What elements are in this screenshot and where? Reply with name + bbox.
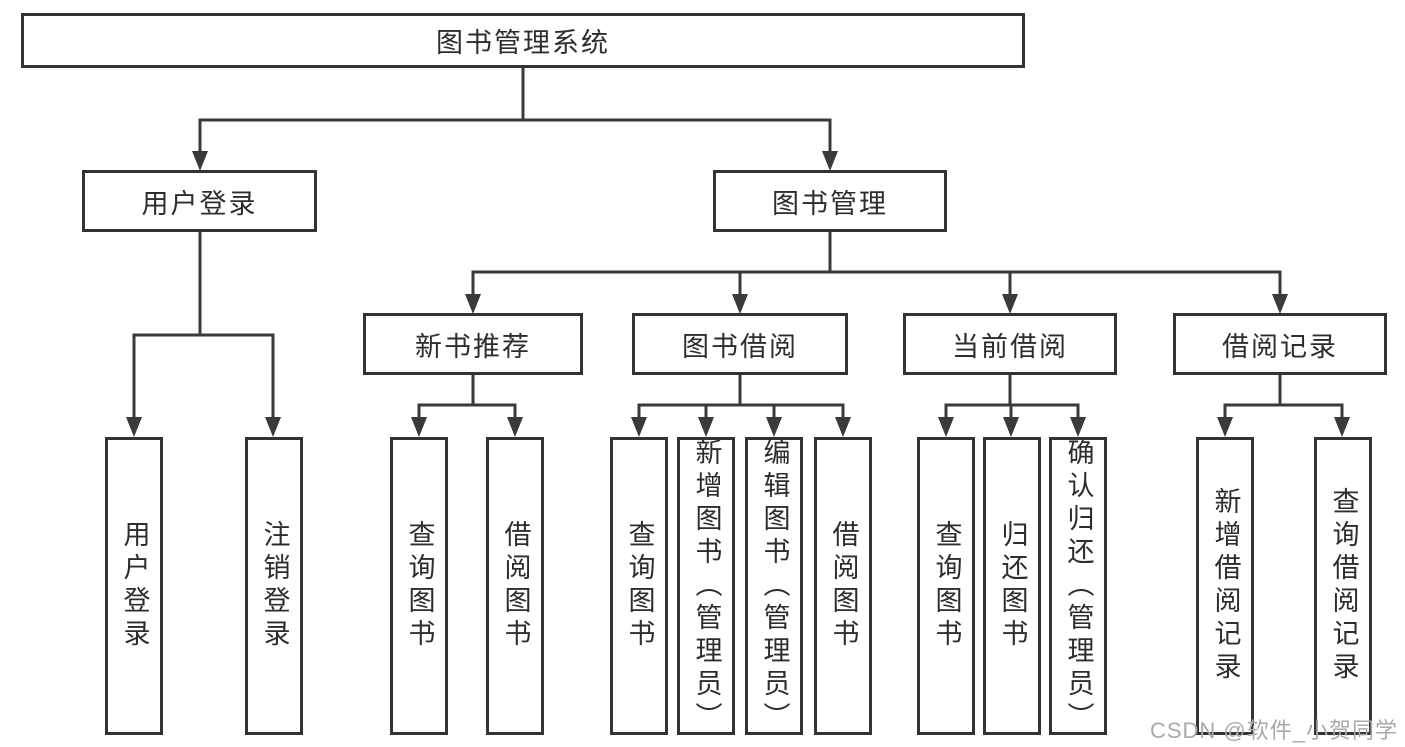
node-borrow-add-books-admin: 新增图书（管理员）: [677, 437, 735, 735]
node-borrow-borrow-books: 借阅图书: [814, 437, 872, 735]
node-recommend-borrow-books-label: 借阅图书: [500, 520, 531, 652]
node-user-login: 用户登录: [82, 170, 317, 232]
node-logout-action-label: 注销登录: [259, 520, 290, 652]
connector-current-children: [938, 375, 1086, 437]
connector-root-to-level2: [192, 68, 838, 171]
node-recommend-query-books-label: 查询图书: [404, 520, 435, 652]
connector-records-children: [1217, 375, 1350, 437]
node-book-borrowing-label: 图书借阅: [682, 331, 798, 362]
node-borrow-edit-books-admin: 编辑图书（管理员）: [745, 437, 803, 735]
connector-user-login-children: [126, 232, 281, 437]
node-current-borrowing: 当前借阅: [903, 313, 1117, 375]
node-recommend-borrow-books: 借阅图书: [486, 437, 544, 735]
node-current-borrowing-label: 当前借阅: [952, 331, 1068, 362]
connector-recommend-children: [411, 375, 523, 437]
node-login-action-label: 用户登录: [119, 520, 150, 652]
node-borrowing-records-label: 借阅记录: [1222, 331, 1338, 362]
connector-book-mgmt-modules: [465, 232, 1288, 314]
node-new-book-recommend: 新书推荐: [363, 313, 583, 375]
node-book-management: 图书管理: [713, 170, 947, 232]
node-root-label: 图书管理系统: [436, 28, 610, 58]
connector-borrow-children: [631, 375, 851, 437]
node-borrow-edit-books-admin-label: 编辑图书（管理员）: [759, 437, 790, 735]
node-logout-action: 注销登录: [245, 437, 303, 735]
node-user-login-label: 用户登录: [141, 188, 258, 219]
node-book-management-label: 图书管理: [772, 188, 888, 219]
node-current-confirm-return-admin: 确认归还（管理员）: [1049, 437, 1107, 735]
node-new-book-recommend-label: 新书推荐: [415, 331, 531, 362]
node-current-confirm-return-admin-label: 确认归还（管理员）: [1063, 437, 1094, 735]
node-borrow-query-books-label: 查询图书: [624, 520, 655, 652]
node-records-query-record: 查询借阅记录: [1314, 437, 1372, 735]
node-current-return-books: 归还图书: [983, 437, 1041, 735]
node-root: 图书管理系统: [21, 13, 1025, 68]
node-borrow-add-books-admin-label: 新增图书（管理员）: [691, 437, 722, 735]
node-current-query-books: 查询图书: [917, 437, 975, 735]
node-current-query-books-label: 查询图书: [931, 520, 962, 652]
node-records-add-record: 新增借阅记录: [1196, 437, 1254, 735]
node-login-action: 用户登录: [105, 437, 163, 735]
node-recommend-query-books: 查询图书: [390, 437, 448, 735]
node-book-borrowing: 图书借阅: [632, 313, 848, 375]
node-borrow-query-books: 查询图书: [610, 437, 668, 735]
node-records-query-record-label: 查询借阅记录: [1328, 487, 1359, 685]
watermark: CSDN @软件_小贺同学: [1149, 718, 1398, 743]
node-current-return-books-label: 归还图书: [997, 520, 1028, 652]
node-borrowing-records: 借阅记录: [1173, 313, 1387, 375]
node-borrow-borrow-books-label: 借阅图书: [828, 520, 859, 652]
node-records-add-record-label: 新增借阅记录: [1210, 487, 1241, 685]
